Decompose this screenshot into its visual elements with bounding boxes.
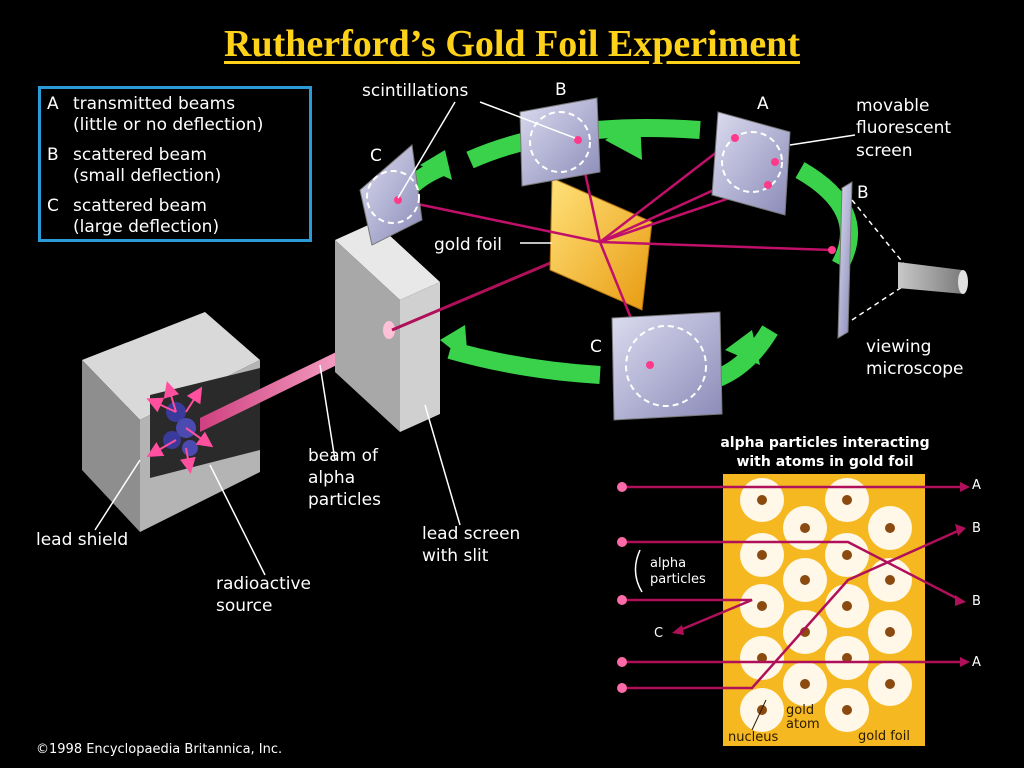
alpha-particles-in [617, 482, 627, 693]
nucleus [757, 495, 767, 505]
label-screen-b-right: B [857, 183, 869, 203]
label-movable-screen: movable [856, 96, 930, 116]
nucleus [885, 679, 895, 689]
label-scintillations: scintillations [362, 81, 469, 101]
inset-out-c: C [654, 626, 664, 641]
legend-letter: A [47, 94, 59, 114]
lead-screen [335, 222, 440, 432]
label-screen-b-top: B [555, 80, 567, 100]
label-viewing-microscope: viewing [866, 337, 932, 357]
inset-alpha-label: alpha [650, 556, 687, 571]
label-screen-c-left: C [370, 146, 382, 166]
lead-shield-box [82, 312, 260, 532]
legend-text: (little or no deflection) [73, 115, 264, 135]
label-beam: alpha [308, 468, 356, 488]
label-screen-c-bottom: C [590, 337, 602, 357]
nucleus [842, 601, 852, 611]
inset-foil-label: gold foil [858, 729, 910, 744]
label-lead-screen: with slit [422, 546, 489, 566]
nucleus [757, 601, 767, 611]
label-radioactive-source: radioactive [216, 574, 311, 594]
inset-out-b1: B [972, 521, 981, 536]
nucleus [757, 550, 767, 560]
legend-text: (small deflection) [73, 166, 222, 186]
inset-out-a1: A [972, 478, 981, 493]
inset-nucleus-label: nucleus [728, 730, 779, 745]
inset-gold-atom-label: atom [786, 717, 820, 732]
label-lead-screen: lead screen [422, 524, 521, 544]
copyright-credit: ©1998 Encyclopaedia Britannica, Inc. [36, 742, 283, 757]
inset-alpha-label: particles [650, 572, 706, 587]
inset-out-a2: A [972, 655, 981, 670]
inset-arrowheads [672, 482, 970, 667]
gold-atoms [740, 478, 912, 732]
inset-out-b2: B [972, 594, 981, 609]
inset-paths [622, 485, 961, 690]
nucleus [842, 550, 852, 560]
nucleus [842, 653, 852, 663]
label-beam: particles [308, 490, 381, 510]
nucleus [800, 575, 810, 585]
radioactive-source [146, 381, 214, 474]
legend-text: (large deflection) [73, 217, 220, 237]
nucleus [757, 653, 767, 663]
screen-b-top [519, 97, 601, 187]
nucleus [885, 575, 895, 585]
legend-text: transmitted beams [73, 94, 236, 114]
legend-text: scattered beam [73, 145, 207, 165]
slide-title: Rutherford’s Gold Foil Experiment [224, 23, 800, 65]
screen-c-left [359, 144, 423, 246]
nucleus [885, 627, 895, 637]
screen-a-right [711, 111, 791, 216]
alpha-brace [634, 549, 643, 593]
label-viewing-microscope: microscope [866, 359, 964, 379]
label-gold-foil: gold foil [434, 235, 502, 255]
leader-lines [94, 101, 856, 576]
label-radioactive-source: source [216, 596, 273, 616]
screen-b-right [828, 181, 853, 339]
legend-letter: B [47, 145, 59, 165]
inset-gold-atom-label: gold [786, 703, 815, 718]
nucleus-leader [751, 699, 767, 731]
label-beam: beam of [308, 446, 379, 466]
legend-box: A transmitted beams (little or no deflec… [38, 86, 312, 242]
inset-title-line: with atoms in gold foil [736, 454, 914, 470]
nucleus [800, 523, 810, 533]
screen-c-bottom [611, 311, 723, 421]
label-lead-shield: lead shield [36, 530, 129, 550]
label-screen-a: A [757, 94, 769, 114]
nucleus [800, 679, 810, 689]
nucleus [885, 523, 895, 533]
nucleus [842, 705, 852, 715]
label-movable-screen: screen [856, 141, 913, 161]
inset-title: alpha particles interacting with atoms i… [690, 434, 960, 472]
label-movable-screen: fluorescent [856, 118, 952, 138]
viewing-microscope [851, 199, 968, 321]
legend-letter: C [47, 196, 59, 216]
nucleus [842, 495, 852, 505]
inset-title-line: alpha particles interacting [720, 435, 930, 451]
legend-text: scattered beam [73, 196, 207, 216]
nucleus [757, 705, 767, 715]
